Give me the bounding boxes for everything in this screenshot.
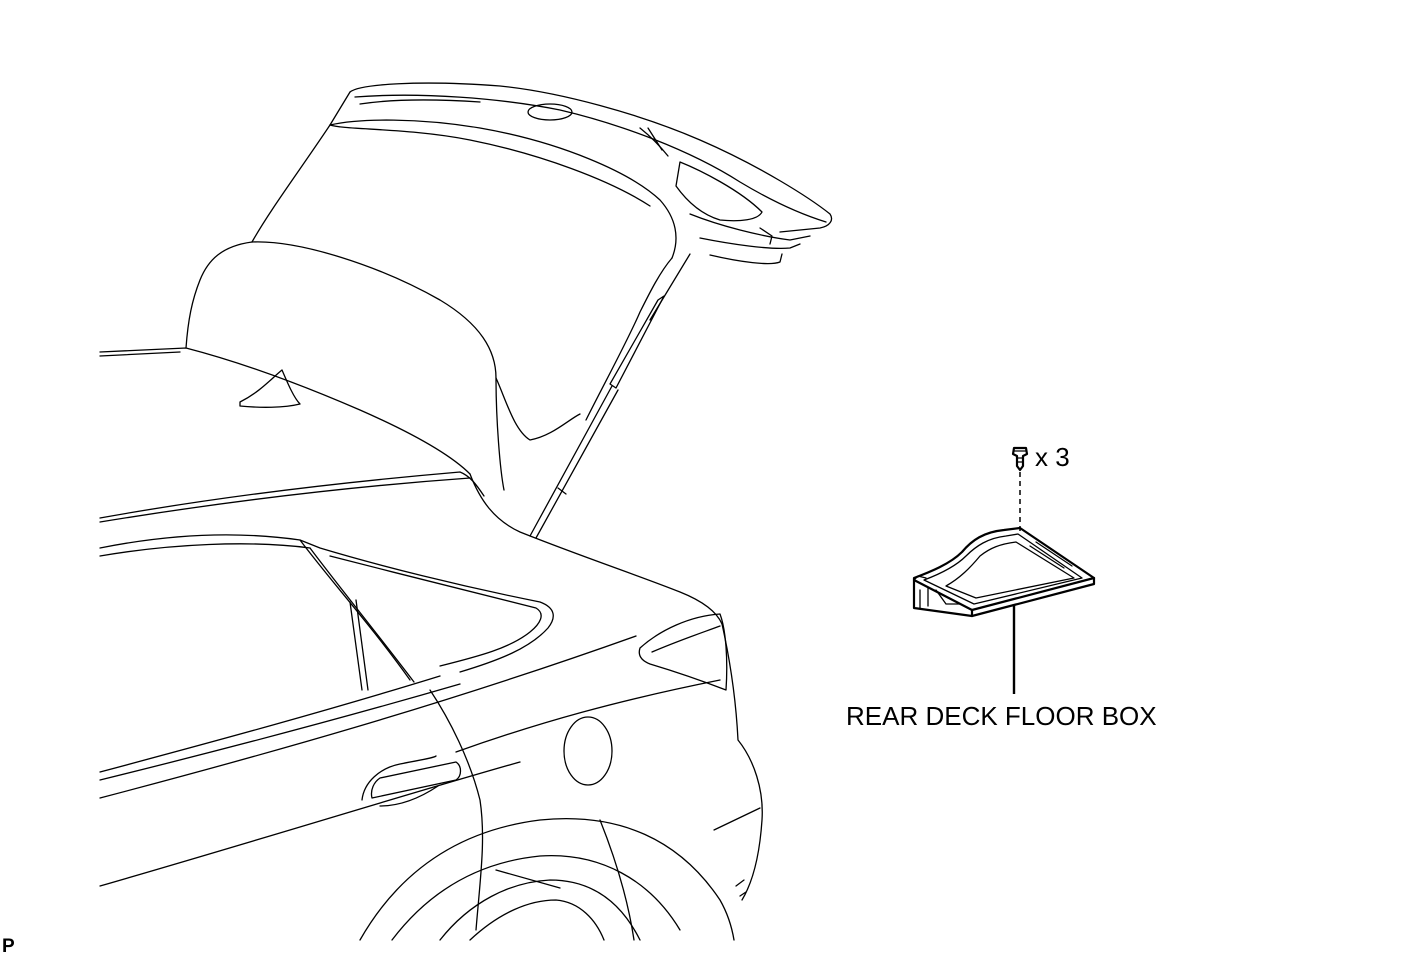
vehicle-body <box>99 347 763 941</box>
part-name-label: REAR DECK FLOOR BOX <box>846 701 1157 731</box>
rear-deck-floor-box <box>912 526 1096 618</box>
vehicle-rear-illustration <box>99 82 833 941</box>
clip-icon <box>1011 446 1029 472</box>
clip-quantity-label: x 3 <box>1035 442 1070 472</box>
illustration-code-label: P <box>2 936 15 957</box>
trunk-lid <box>185 82 833 539</box>
